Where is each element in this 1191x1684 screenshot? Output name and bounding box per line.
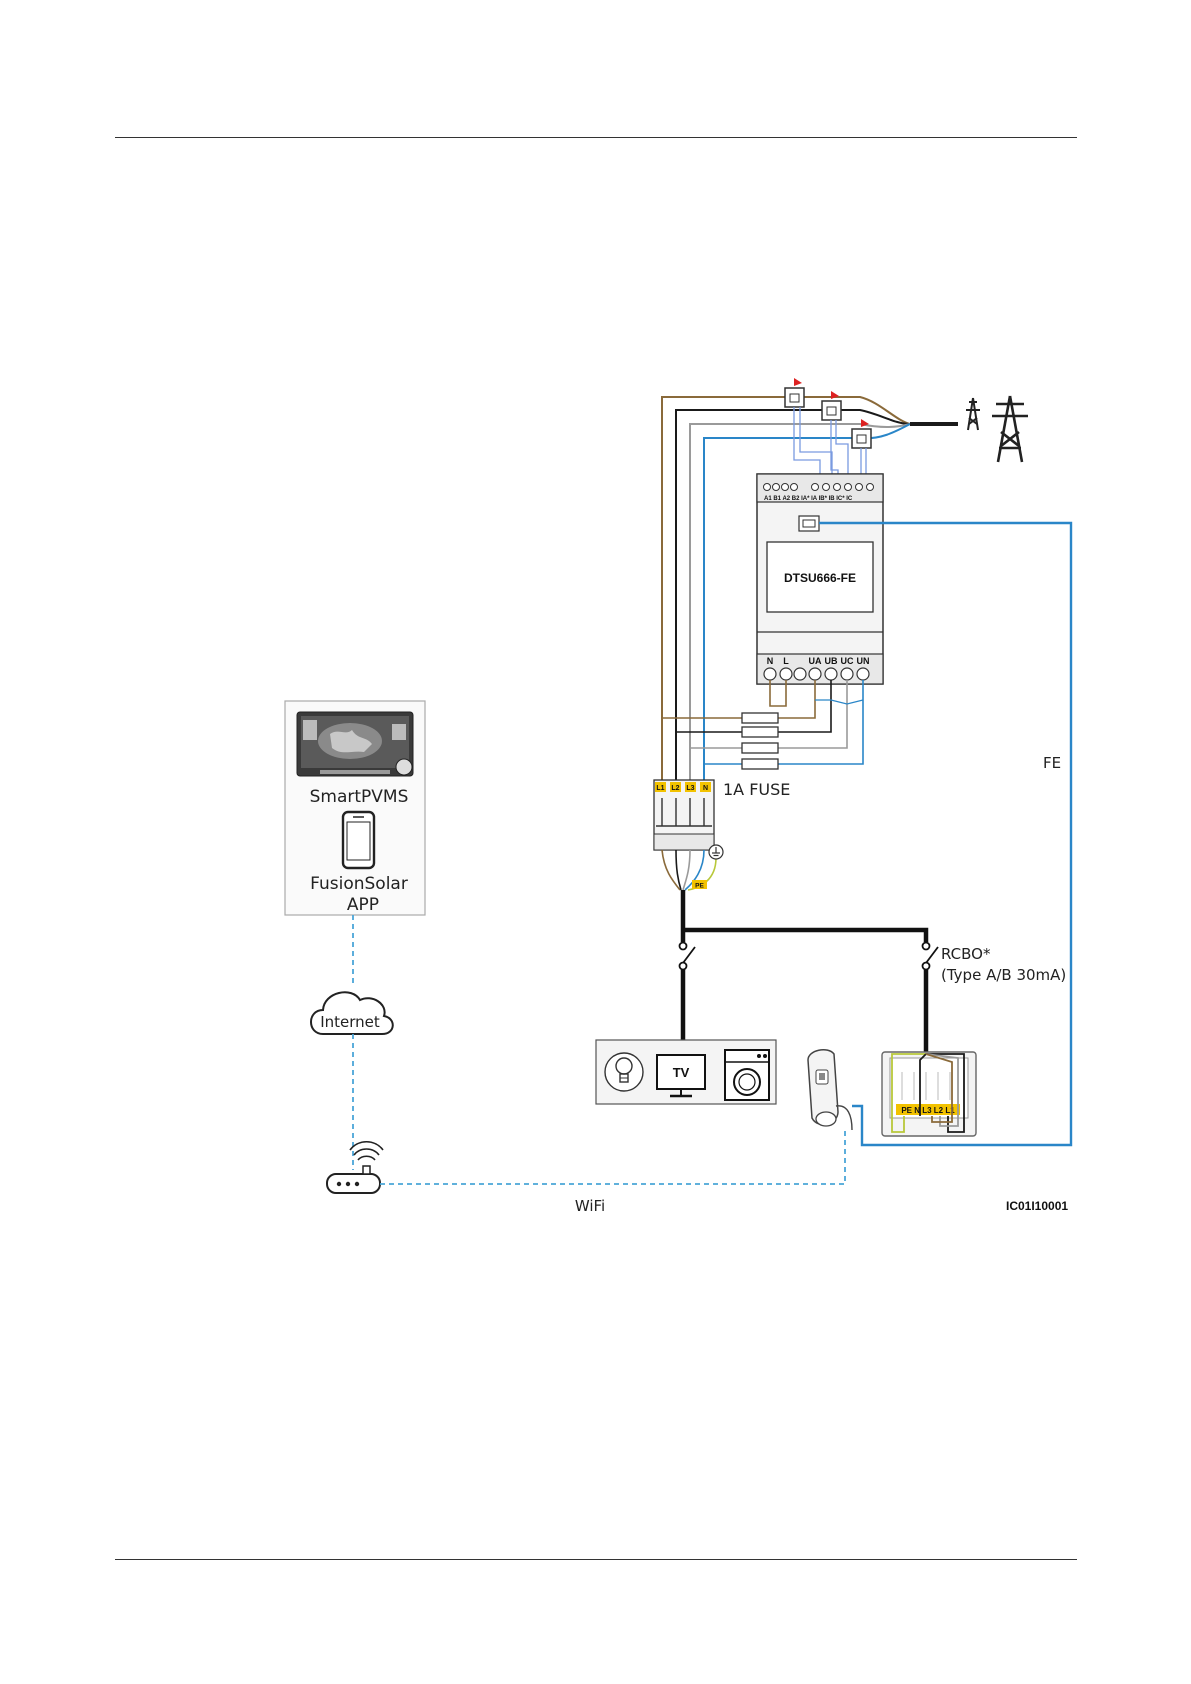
svg-text:L1: L1: [656, 785, 664, 792]
fuse-l2: [742, 727, 778, 737]
fuses: [742, 713, 778, 769]
internet-cloud-icon: Internet: [311, 992, 393, 1034]
wifi-link: [380, 1130, 845, 1184]
svg-text:UN: UN: [857, 656, 870, 666]
smart-meter: A1 B1 A2 B2 IA* IA IB* IB IC* IC DTSU666…: [757, 474, 883, 684]
ct-clamp-a: [785, 378, 804, 407]
svg-text:L3: L3: [686, 785, 694, 792]
load-switch: [680, 943, 696, 970]
grid-pylons: [966, 396, 1028, 462]
large-pylon-icon: [992, 396, 1028, 462]
svg-text:L2: L2: [671, 785, 679, 792]
app-label-line2: APP: [347, 895, 379, 915]
footer-rule: [115, 1559, 1077, 1560]
main-bus: [683, 890, 926, 942]
lightbulb-icon: [605, 1053, 643, 1091]
wifi-label: WiFi: [575, 1197, 605, 1215]
figure-id: IC01I10001: [1006, 1199, 1068, 1213]
svg-text:N: N: [703, 785, 708, 792]
ct-clamp-b: [822, 391, 841, 420]
meter-model-label: DTSU666-FE: [784, 571, 856, 585]
earth-symbol-icon: [709, 845, 723, 859]
fuse-l3: [742, 743, 778, 753]
ev-charger: [808, 1050, 852, 1130]
fuse-label: 1A FUSE: [723, 780, 790, 799]
smartpvms-dashboard-icon: [297, 712, 413, 776]
meter-top-terminal-labels: A1 B1 A2 B2 IA* IA IB* IB IC* IC: [764, 496, 853, 502]
app-label-line1: FusionSolar: [310, 874, 408, 894]
breaker-output-wires: [662, 850, 716, 890]
svg-text:N: N: [767, 656, 774, 666]
meter-rs485-port: [799, 516, 819, 531]
smartpvms-label: SmartPVMS: [310, 787, 409, 807]
monitoring-panel: SmartPVMS FusionSolar APP: [285, 701, 425, 915]
rcbo-label: RCBO*: [941, 945, 991, 963]
svg-text:UC: UC: [841, 656, 854, 666]
svg-text:UB: UB: [825, 656, 838, 666]
wifi-router-icon: [327, 1142, 383, 1193]
charger-terminal-box: PE N L3 L2 L1: [882, 1052, 976, 1136]
main-breaker: L1 L2 L3 N: [654, 780, 714, 850]
svg-text:L: L: [783, 656, 789, 666]
internet-label: Internet: [320, 1013, 380, 1031]
smartphone-icon: [343, 812, 374, 868]
current-transformers: [785, 378, 871, 478]
fuse-n: [742, 759, 778, 769]
pe-tag: PE: [695, 883, 704, 890]
household-loads: TV: [596, 1040, 776, 1104]
svg-text:UA: UA: [809, 656, 822, 666]
charger-terminal-labels: PE N L3 L2 L1: [901, 1106, 955, 1115]
small-pylon-icon: [966, 398, 980, 430]
washing-machine-icon: [725, 1050, 769, 1100]
tv-icon: TV: [657, 1055, 705, 1096]
tv-label: TV: [673, 1065, 690, 1080]
rcbo-switch: [923, 943, 939, 970]
fe-label: FE: [1043, 754, 1061, 772]
rcbo-type-label: (Type A/B 30mA): [941, 966, 1066, 984]
fuse-l1: [742, 713, 778, 723]
